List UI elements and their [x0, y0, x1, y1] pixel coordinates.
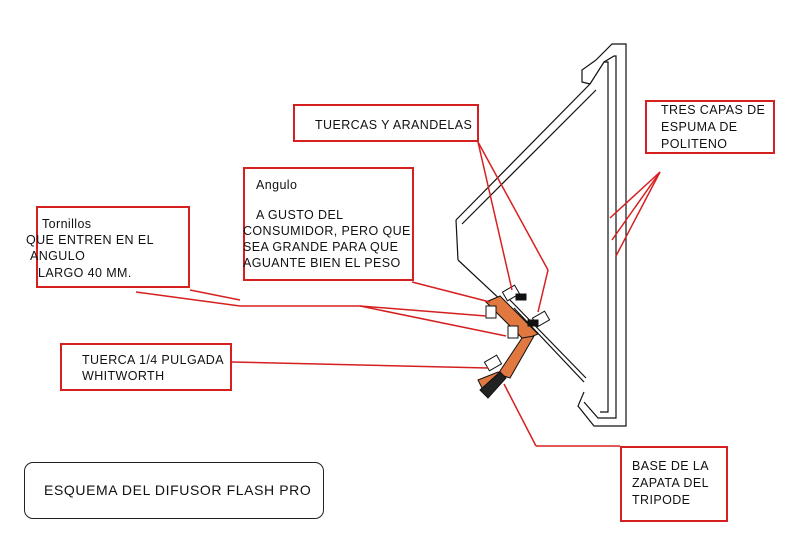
label-angulo-1: A GUSTO DEL	[256, 208, 344, 222]
callout-tuerca: TUERCA 1/4 PULGADA WHITWORTH	[60, 343, 232, 391]
callout-tornillos: Tornillos QUE ENTREN EN EL ANGULO LARGO …	[26, 206, 190, 288]
label-angulo-title: Angulo	[256, 178, 298, 192]
label-angulo-3: SEA GRANDE PARA QUE	[243, 240, 399, 254]
label-tornillos-2: QUE ENTREN EN EL	[26, 233, 154, 247]
label-tuerca-2: WHITWORTH	[82, 369, 165, 383]
callout-tres-capas: TRES CAPAS DE ESPUMA DE POLITENO	[645, 100, 775, 154]
leader-lines	[135, 141, 661, 447]
label-tuercas: TUERCAS Y ARANDELAS	[315, 118, 473, 132]
label-tornillos-3: ANGULO	[30, 249, 86, 263]
label-base-2: ZAPATA DEL	[632, 476, 709, 490]
diagram-title: ESQUEMA DEL DIFUSOR FLASH PRO	[44, 482, 312, 498]
label-base-3: TRIPODE	[632, 493, 691, 507]
label-tres-capas-3: POLITENO	[661, 137, 728, 151]
tripod-shoe	[479, 371, 507, 399]
callout-angulo: Angulo A GUSTO DEL CONSUMIDOR, PERO QUE …	[243, 167, 414, 281]
label-angulo-2: CONSUMIDOR, PERO QUE	[243, 224, 411, 238]
mounting-bracket	[477, 295, 539, 389]
label-tres-capas-1: TRES CAPAS DE	[661, 103, 766, 117]
label-tres-capas-2: ESPUMA DE	[661, 120, 738, 134]
title-box	[24, 462, 324, 519]
diffuser-frame	[455, 43, 627, 427]
label-tuerca-1: TUERCA 1/4 PULGADA	[82, 353, 224, 367]
nuts-and-washers	[483, 284, 551, 372]
label-tornillos-1: Tornillos	[42, 217, 92, 231]
label-angulo-4: AGUANTE BIEN EL PESO	[243, 256, 401, 270]
callout-base: BASE DE LA ZAPATA DEL TRIPODE	[620, 446, 728, 522]
callout-tuercas: TUERCAS Y ARANDELAS	[293, 104, 479, 142]
label-base-1: BASE DE LA	[632, 459, 709, 473]
label-tornillos-4: LARGO 40 MM.	[38, 266, 132, 280]
